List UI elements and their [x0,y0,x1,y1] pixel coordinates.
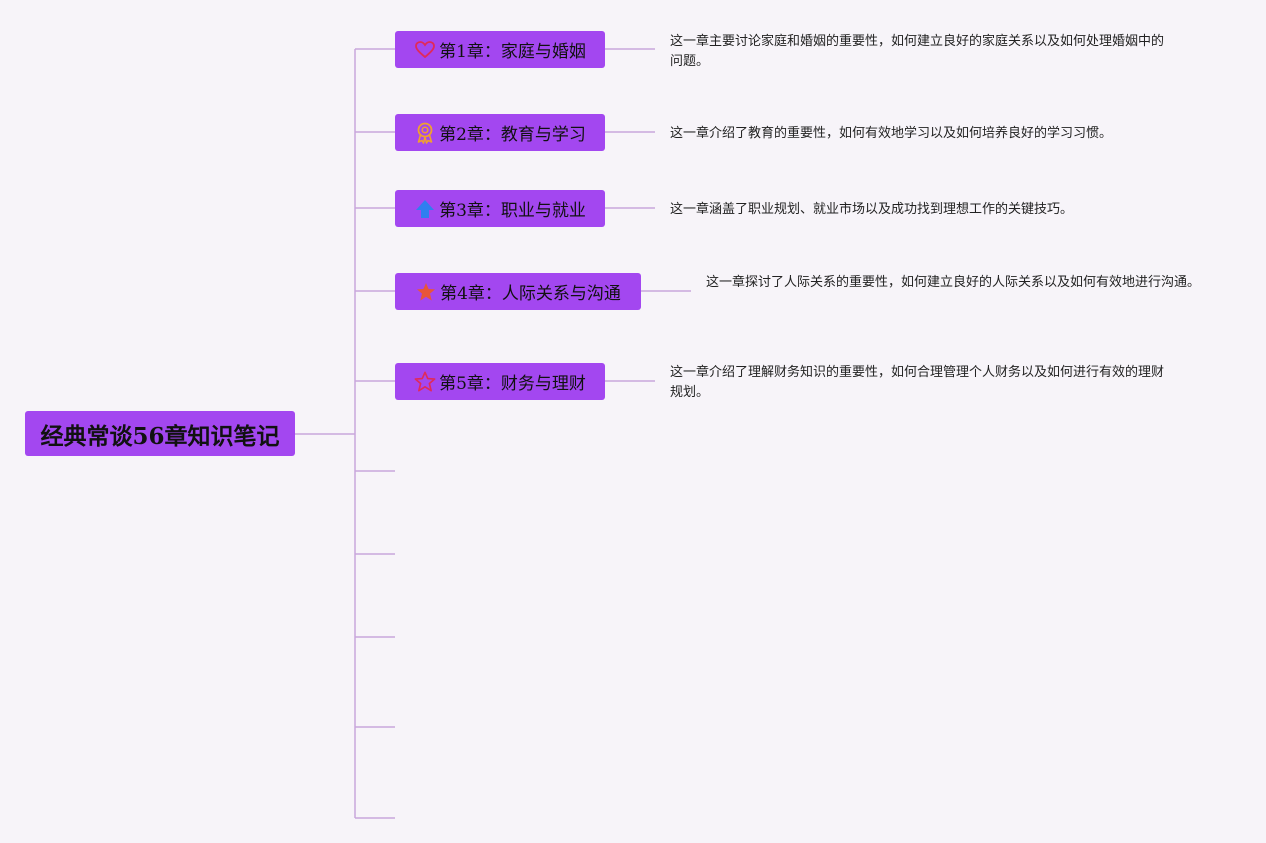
chapter-label: 第4章：人际关系与沟通 [440,284,621,304]
chapter-node-5[interactable]: 第5章：财务与理财 [395,363,605,400]
star-filled-icon [415,281,437,303]
chapter-description-2: 这一章介绍了教育的重要性，如何有效地学习以及如何培养良好的学习习惯。 [670,126,1113,141]
root-topic-label: 经典常谈56章知识笔记 [40,422,280,450]
chapter-node-3[interactable]: 第3章：职业与就业 [395,190,605,227]
chapter-node-2[interactable]: 第2章：教育与学习 [395,114,605,151]
chapter-description-4: 这一章探讨了人际关系的重要性，如何建立良好的人际关系以及如何有效地进行沟通。 [706,275,1201,290]
chapter-description-5: 这一章介绍了理解财务知识的重要性，如何合理管理个人财务以及如何进行有效的理财规划… [670,365,1165,400]
chapter-node-4[interactable]: 第4章：人际关系与沟通 [395,273,641,310]
chapter-description-1: 这一章主要讨论家庭和婚姻的重要性，如何建立良好的家庭关系以及如何处理婚姻中的问题… [670,34,1165,69]
chapter-label: 第1章：家庭与婚姻 [439,42,586,62]
chapter-description-3: 这一章涵盖了职业规划、就业市场以及成功找到理想工作的关键技巧。 [670,202,1074,217]
heart-icon [414,39,436,61]
chapter-label: 第5章：财务与理财 [439,374,586,394]
star-outline-icon [414,371,436,393]
chapter-label: 第2章：教育与学习 [439,125,586,145]
arrow-up-icon [414,198,436,220]
chapter-label: 第3章：职业与就业 [439,201,586,221]
award-medal-icon [414,122,436,144]
chapter-node-1[interactable]: 第1章：家庭与婚姻 [395,31,605,68]
root-topic[interactable]: 经典常谈56章知识笔记 [25,411,295,456]
